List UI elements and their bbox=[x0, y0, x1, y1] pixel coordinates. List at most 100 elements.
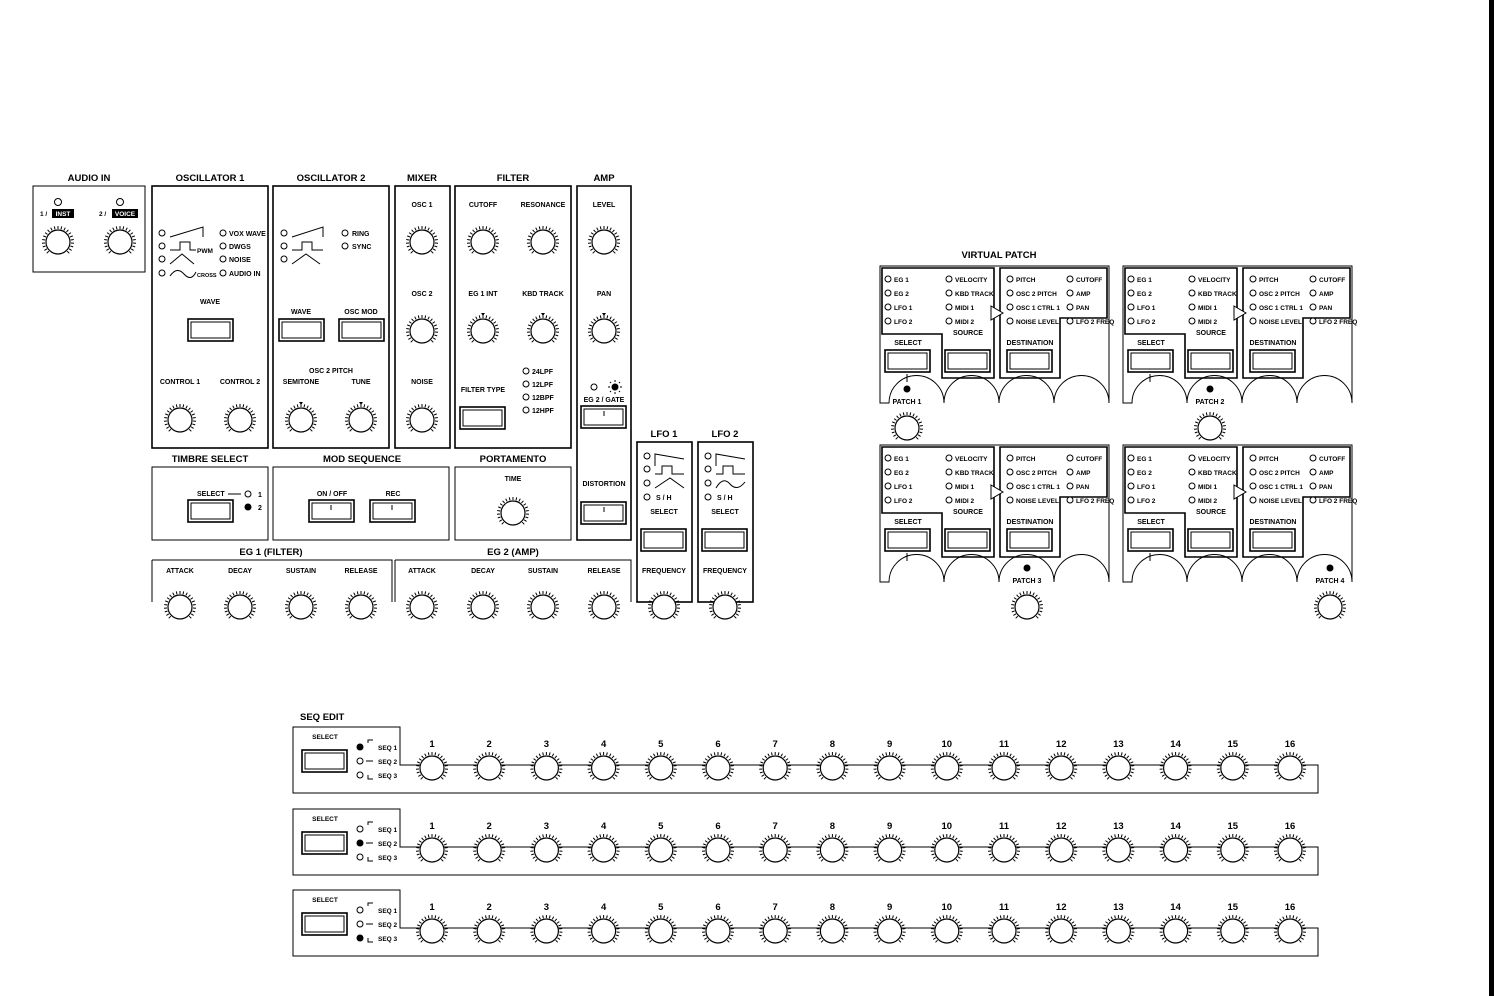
seq-row-2-step-7-knob[interactable] bbox=[759, 834, 792, 863]
seq-row-2-step-4-knob[interactable] bbox=[587, 834, 620, 863]
seq-row-1-step-4-knob[interactable] bbox=[587, 752, 620, 781]
seq-row-1-step-2-knob[interactable] bbox=[473, 752, 506, 781]
amp-distortion-button[interactable] bbox=[580, 501, 627, 525]
seq-row-3-step-1-knob[interactable] bbox=[415, 915, 449, 944]
eg1-sustain-knob[interactable] bbox=[284, 591, 318, 620]
mixer-noise-knob[interactable] bbox=[405, 404, 439, 433]
filter-cutoff-knob[interactable] bbox=[466, 226, 500, 255]
seq-row-3-step-9-knob[interactable] bbox=[873, 915, 906, 944]
seq-row-2-step-15-knob[interactable] bbox=[1216, 834, 1249, 863]
lfo1-select-button[interactable] bbox=[640, 528, 687, 552]
patch-1-select-button[interactable] bbox=[884, 349, 931, 373]
seq-row-2-step-16-knob[interactable] bbox=[1273, 834, 1307, 863]
seq-row-2-step-3-knob[interactable] bbox=[530, 834, 563, 863]
seq-row-1-step-7-knob[interactable] bbox=[759, 752, 792, 781]
mixer-osc2-knob[interactable] bbox=[405, 315, 439, 344]
seq-row-2-step-2-knob[interactable] bbox=[473, 834, 506, 863]
mixer-osc1-knob[interactable] bbox=[405, 226, 439, 255]
osc2-wave-button[interactable] bbox=[278, 318, 325, 342]
seq-row-1-step-16-knob[interactable] bbox=[1273, 752, 1307, 781]
osc1-control2-knob[interactable] bbox=[223, 404, 257, 433]
seq-row-2-step-11-knob[interactable] bbox=[987, 834, 1021, 863]
seq-row-3-step-11-knob[interactable] bbox=[987, 915, 1021, 944]
seq-row-3-select-button[interactable] bbox=[301, 912, 348, 936]
seq-row-1-step-11-knob[interactable] bbox=[987, 752, 1021, 781]
seq-row-2-step-13-knob[interactable] bbox=[1102, 834, 1135, 863]
amp-level-knob[interactable] bbox=[587, 226, 621, 255]
seq-row-1-step-8-knob[interactable] bbox=[816, 752, 849, 781]
lfo2-select-button[interactable] bbox=[701, 528, 748, 552]
patch-1-destination-button[interactable] bbox=[1006, 349, 1053, 373]
eg2-decay-knob[interactable] bbox=[466, 591, 500, 620]
filter-resonance-knob[interactable] bbox=[526, 226, 560, 255]
osc2-osc-mod-button[interactable] bbox=[338, 318, 385, 342]
seq-row-3-step-14-knob[interactable] bbox=[1159, 915, 1192, 944]
patch-1-source-button[interactable] bbox=[944, 349, 991, 373]
patch-3-knob[interactable] bbox=[1010, 591, 1044, 620]
patch-3-destination-button[interactable] bbox=[1006, 528, 1053, 552]
seq-row-2-step-9-knob[interactable] bbox=[873, 834, 906, 863]
amp-eg2-gate-button[interactable] bbox=[580, 405, 627, 429]
seq-row-2-step-6-knob[interactable] bbox=[701, 834, 735, 863]
eg2-release-knob[interactable] bbox=[587, 591, 621, 620]
seq-row-1-step-9-knob[interactable] bbox=[873, 752, 906, 781]
eg1-attack-knob[interactable] bbox=[163, 591, 197, 620]
seq-row-1-step-15-knob[interactable] bbox=[1216, 752, 1249, 781]
seq-row-2-step-8-knob[interactable] bbox=[816, 834, 849, 863]
patch-2-select-button[interactable] bbox=[1127, 349, 1174, 373]
osc1-control1-knob[interactable] bbox=[163, 404, 197, 433]
filter-eg1-int-knob[interactable] bbox=[466, 313, 500, 344]
seq-row-3-step-10-knob[interactable] bbox=[930, 915, 963, 944]
seq-row-1-step-13-knob[interactable] bbox=[1102, 752, 1135, 781]
seq-row-3-step-4-knob[interactable] bbox=[587, 915, 620, 944]
lfo1-frequency-knob[interactable] bbox=[647, 591, 681, 620]
seq-row-1-step-6-knob[interactable] bbox=[701, 752, 735, 781]
patch-2-source-button[interactable] bbox=[1187, 349, 1234, 373]
patch-2-knob[interactable] bbox=[1193, 412, 1227, 441]
seq-row-2-step-12-knob[interactable] bbox=[1045, 834, 1078, 863]
seq-row-1-step-14-knob[interactable] bbox=[1159, 752, 1192, 781]
patch-3-select-button[interactable] bbox=[884, 528, 931, 552]
seq-row-3-step-3-knob[interactable] bbox=[530, 915, 563, 944]
seq-row-3-step-7-knob[interactable] bbox=[759, 915, 792, 944]
patch-4-knob[interactable] bbox=[1313, 591, 1347, 620]
seq-row-3-step-16-knob[interactable] bbox=[1273, 915, 1307, 944]
seq-row-1-step-10-knob[interactable] bbox=[930, 752, 963, 781]
seq-row-2-step-5-knob[interactable] bbox=[644, 834, 677, 863]
voice-knob[interactable] bbox=[103, 226, 137, 255]
portamento-time-knob[interactable] bbox=[496, 497, 530, 526]
eg2-sustain-knob[interactable] bbox=[526, 591, 560, 620]
modseq-onoff-button[interactable] bbox=[308, 499, 355, 523]
seq-row-3-step-15-knob[interactable] bbox=[1216, 915, 1249, 944]
seq-row-3-step-13-knob[interactable] bbox=[1102, 915, 1135, 944]
seq-row-2-select-button[interactable] bbox=[301, 831, 348, 855]
osc1-wave-button[interactable] bbox=[187, 318, 234, 342]
seq-row-1-step-5-knob[interactable] bbox=[644, 752, 677, 781]
timbre-select-button[interactable] bbox=[187, 499, 234, 523]
eg2-attack-knob[interactable] bbox=[405, 591, 439, 620]
patch-4-source-button[interactable] bbox=[1187, 528, 1234, 552]
patch-4-destination-button[interactable] bbox=[1249, 528, 1296, 552]
seq-row-2-step-10-knob[interactable] bbox=[930, 834, 963, 863]
seq-row-3-step-2-knob[interactable] bbox=[473, 915, 506, 944]
amp-pan-knob[interactable] bbox=[587, 313, 621, 344]
inst-knob[interactable] bbox=[41, 226, 75, 255]
patch-1-knob[interactable] bbox=[890, 412, 924, 441]
seq-row-2-step-1-knob[interactable] bbox=[415, 834, 449, 863]
seq-row-1-step-12-knob[interactable] bbox=[1045, 752, 1078, 781]
seq-row-3-step-5-knob[interactable] bbox=[644, 915, 677, 944]
eg1-decay-knob[interactable] bbox=[223, 591, 257, 620]
seq-row-1-step-3-knob[interactable] bbox=[530, 752, 563, 781]
patch-2-destination-button[interactable] bbox=[1249, 349, 1296, 373]
patch-4-select-button[interactable] bbox=[1127, 528, 1174, 552]
filter-kbd-track-knob[interactable] bbox=[526, 313, 560, 344]
eg1-release-knob[interactable] bbox=[344, 591, 378, 620]
seq-row-3-step-6-knob[interactable] bbox=[701, 915, 735, 944]
seq-row-1-step-1-knob[interactable] bbox=[415, 752, 449, 781]
osc2-semitone-knob[interactable] bbox=[284, 402, 318, 433]
seq-row-1-select-button[interactable] bbox=[301, 749, 348, 773]
filter-type-button[interactable] bbox=[459, 406, 506, 430]
seq-row-3-step-8-knob[interactable] bbox=[816, 915, 849, 944]
lfo2-frequency-knob[interactable] bbox=[708, 591, 742, 620]
patch-3-source-button[interactable] bbox=[944, 528, 991, 552]
